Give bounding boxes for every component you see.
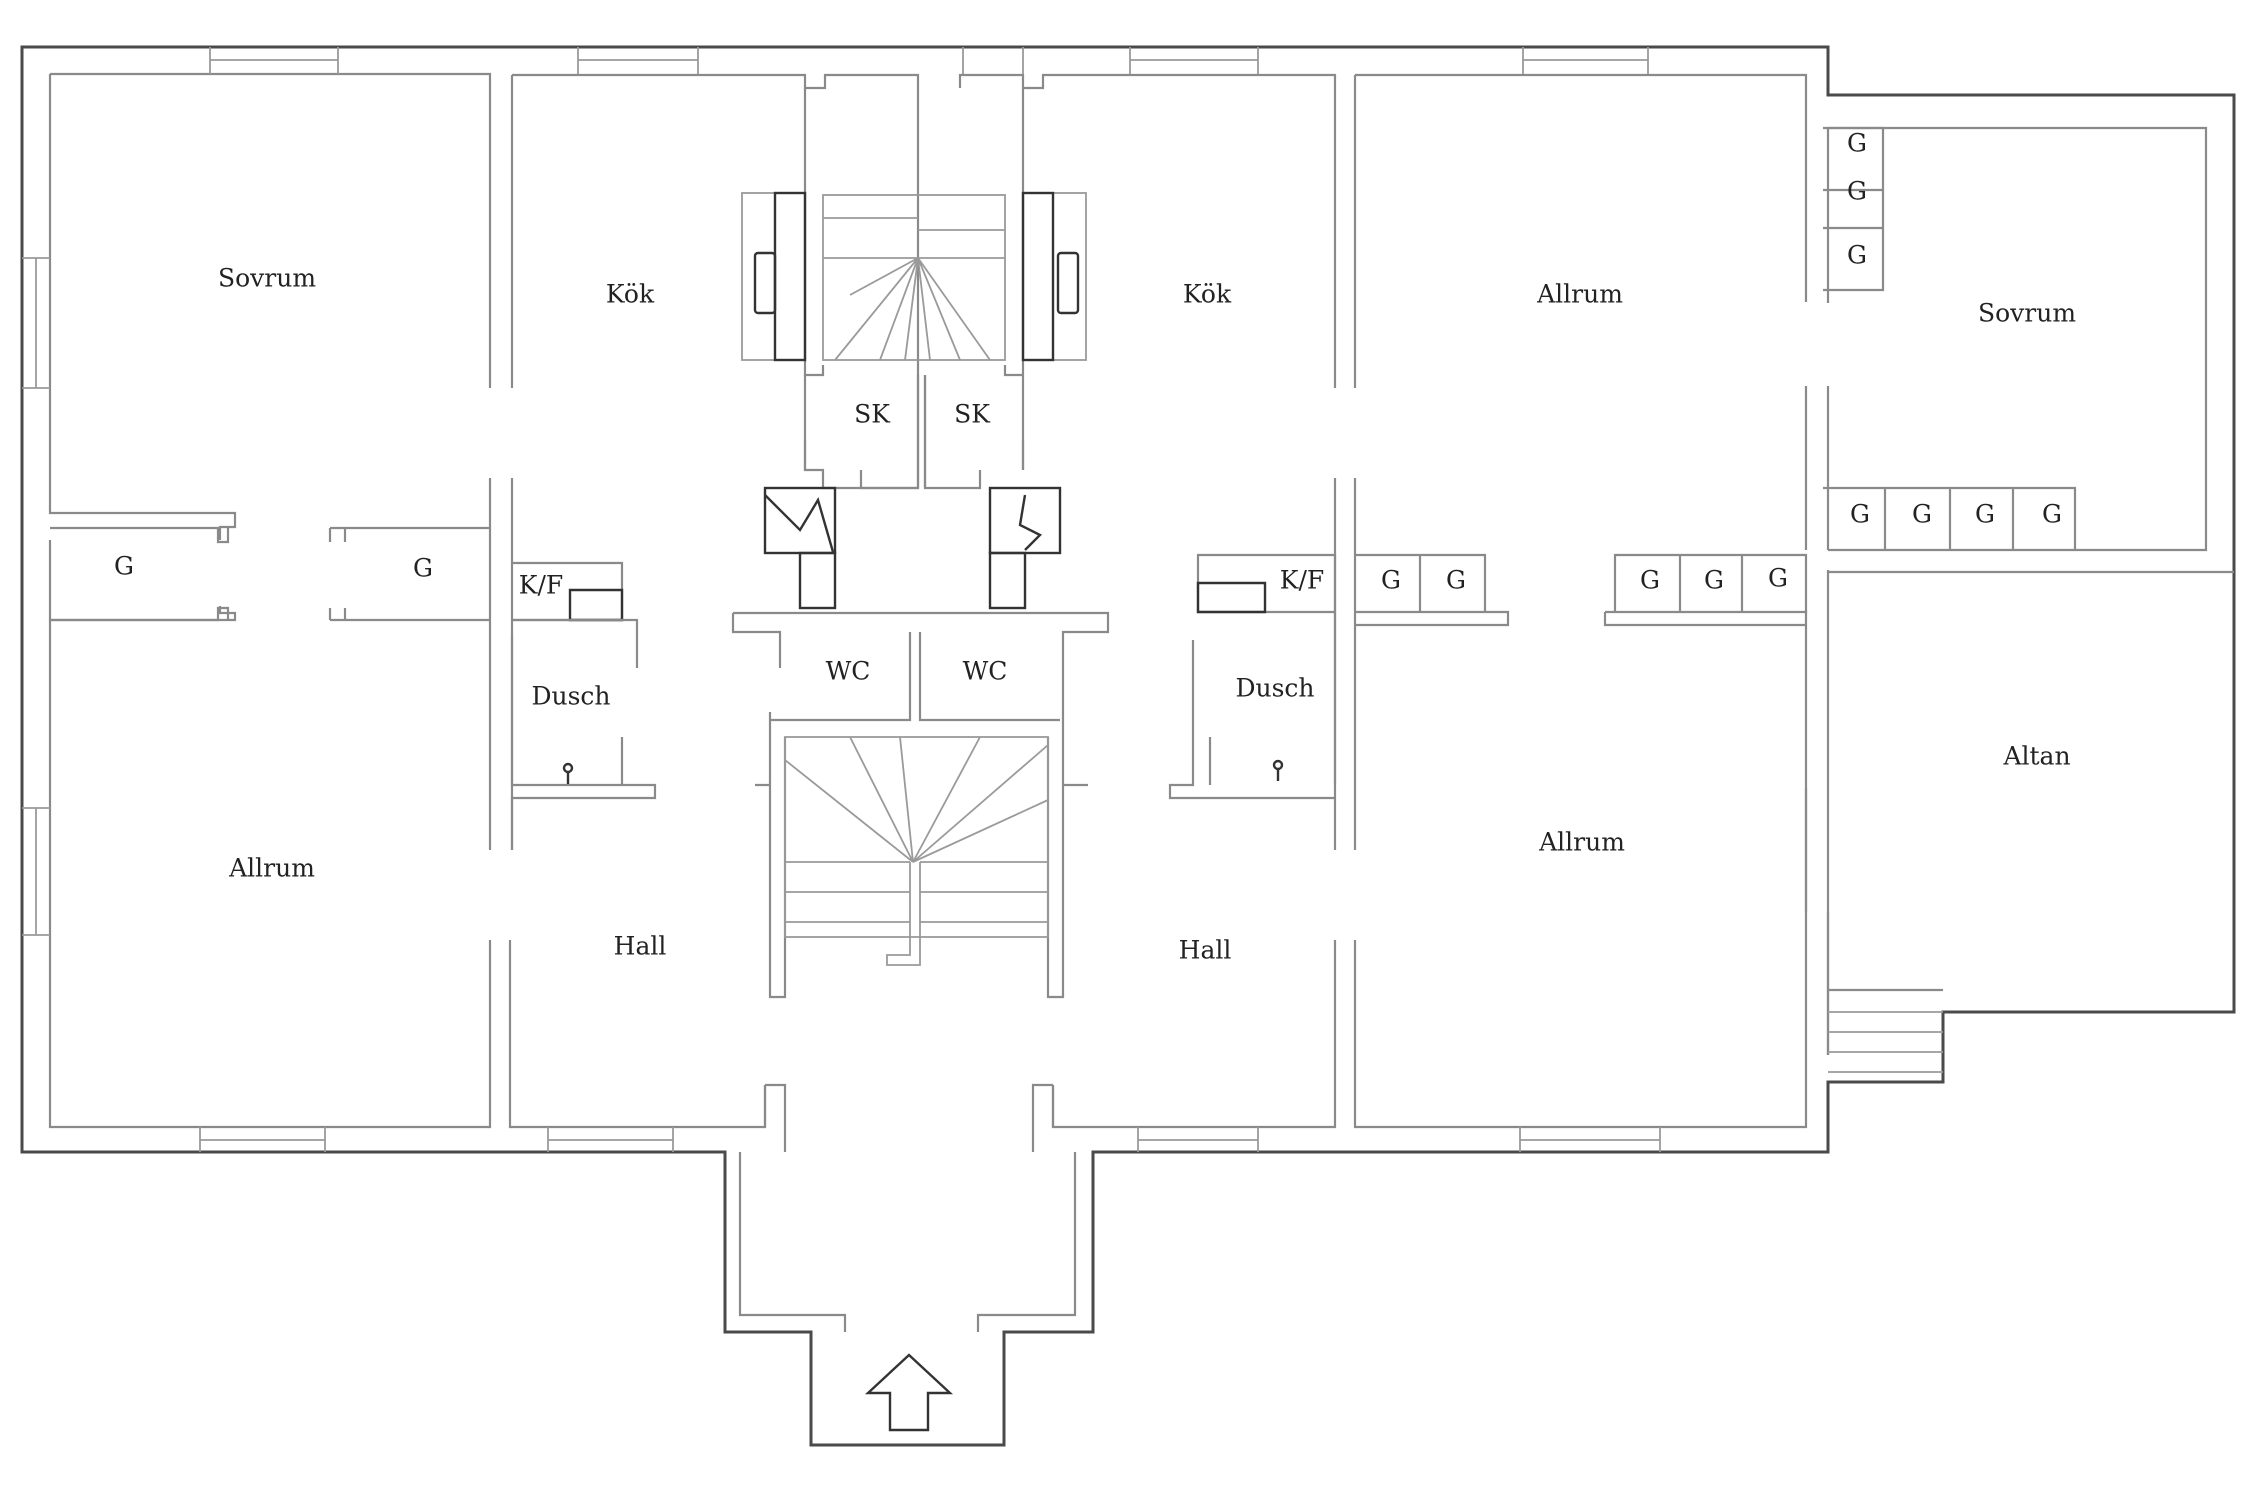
room-label-kok-west: Kök bbox=[606, 280, 655, 309]
room-label-g-col-3: G bbox=[1847, 241, 1867, 270]
shower-head-icon bbox=[562, 759, 1284, 784]
inner-wall-lines bbox=[48, 72, 2234, 1129]
room-label-g-row-1: G bbox=[1850, 500, 1870, 529]
room-label-sovrum-west: Sovrum bbox=[218, 264, 316, 293]
staircase-icon bbox=[784, 736, 1049, 966]
room-label-allrum-sw: Allrum bbox=[228, 854, 315, 883]
room-label-altan: Altan bbox=[2002, 742, 2070, 771]
chimney-icon bbox=[763, 486, 1062, 610]
staircase-icon bbox=[822, 194, 1006, 361]
room-label-kf-west: K/F bbox=[519, 571, 563, 600]
room-label-g-col-2: G bbox=[1847, 177, 1867, 206]
room-label-g-col-1: G bbox=[1847, 129, 1867, 158]
room-label-sk-east: SK bbox=[954, 400, 991, 429]
room-label-g-mid-2: G bbox=[1446, 566, 1466, 595]
room-label-sovrum-east: Sovrum bbox=[1978, 299, 2076, 328]
central-core bbox=[731, 88, 1110, 1152]
room-labels: Sovrum Kök Kök Allrum Sovrum SK SK G G K… bbox=[114, 129, 2076, 965]
room-label-kf-east: K/F bbox=[1280, 566, 1324, 595]
room-label-g-right-2: G bbox=[1704, 566, 1724, 595]
room-label-g-right-1: G bbox=[1640, 566, 1660, 595]
windows bbox=[22, 47, 1661, 1152]
room-label-g-row-4: G bbox=[2042, 500, 2062, 529]
room-label-kok-east: Kök bbox=[1183, 280, 1232, 309]
room-label-allrum-ne: Allrum bbox=[1536, 280, 1623, 309]
room-label-g-row-3: G bbox=[1975, 500, 1995, 529]
room-label-hall-west: Hall bbox=[614, 932, 667, 961]
east-apartment bbox=[1168, 126, 2077, 800]
room-label-wc-west: WC bbox=[826, 657, 871, 686]
room-label-g-right-3: G bbox=[1768, 564, 1788, 593]
room-label-g-row-2: G bbox=[1912, 500, 1932, 529]
outer-walls bbox=[20, 45, 2236, 1447]
entrance bbox=[562, 759, 1284, 1447]
room-label-g-mid-1: G bbox=[1381, 566, 1401, 595]
room-label-allrum-se: Allrum bbox=[1538, 828, 1625, 857]
room-label-g-west-1: G bbox=[114, 552, 134, 581]
arrow-up-icon bbox=[864, 1353, 954, 1432]
west-apartment bbox=[50, 526, 657, 850]
room-label-wc-east: WC bbox=[963, 657, 1008, 686]
room-label-dusch-west: Dusch bbox=[531, 682, 610, 711]
room-label-hall-east: Hall bbox=[1179, 936, 1232, 965]
room-label-dusch-east: Dusch bbox=[1235, 674, 1314, 703]
room-label-g-west-2: G bbox=[413, 554, 433, 583]
stove-icon bbox=[741, 191, 1087, 362]
room-label-sk-west: SK bbox=[854, 400, 891, 429]
